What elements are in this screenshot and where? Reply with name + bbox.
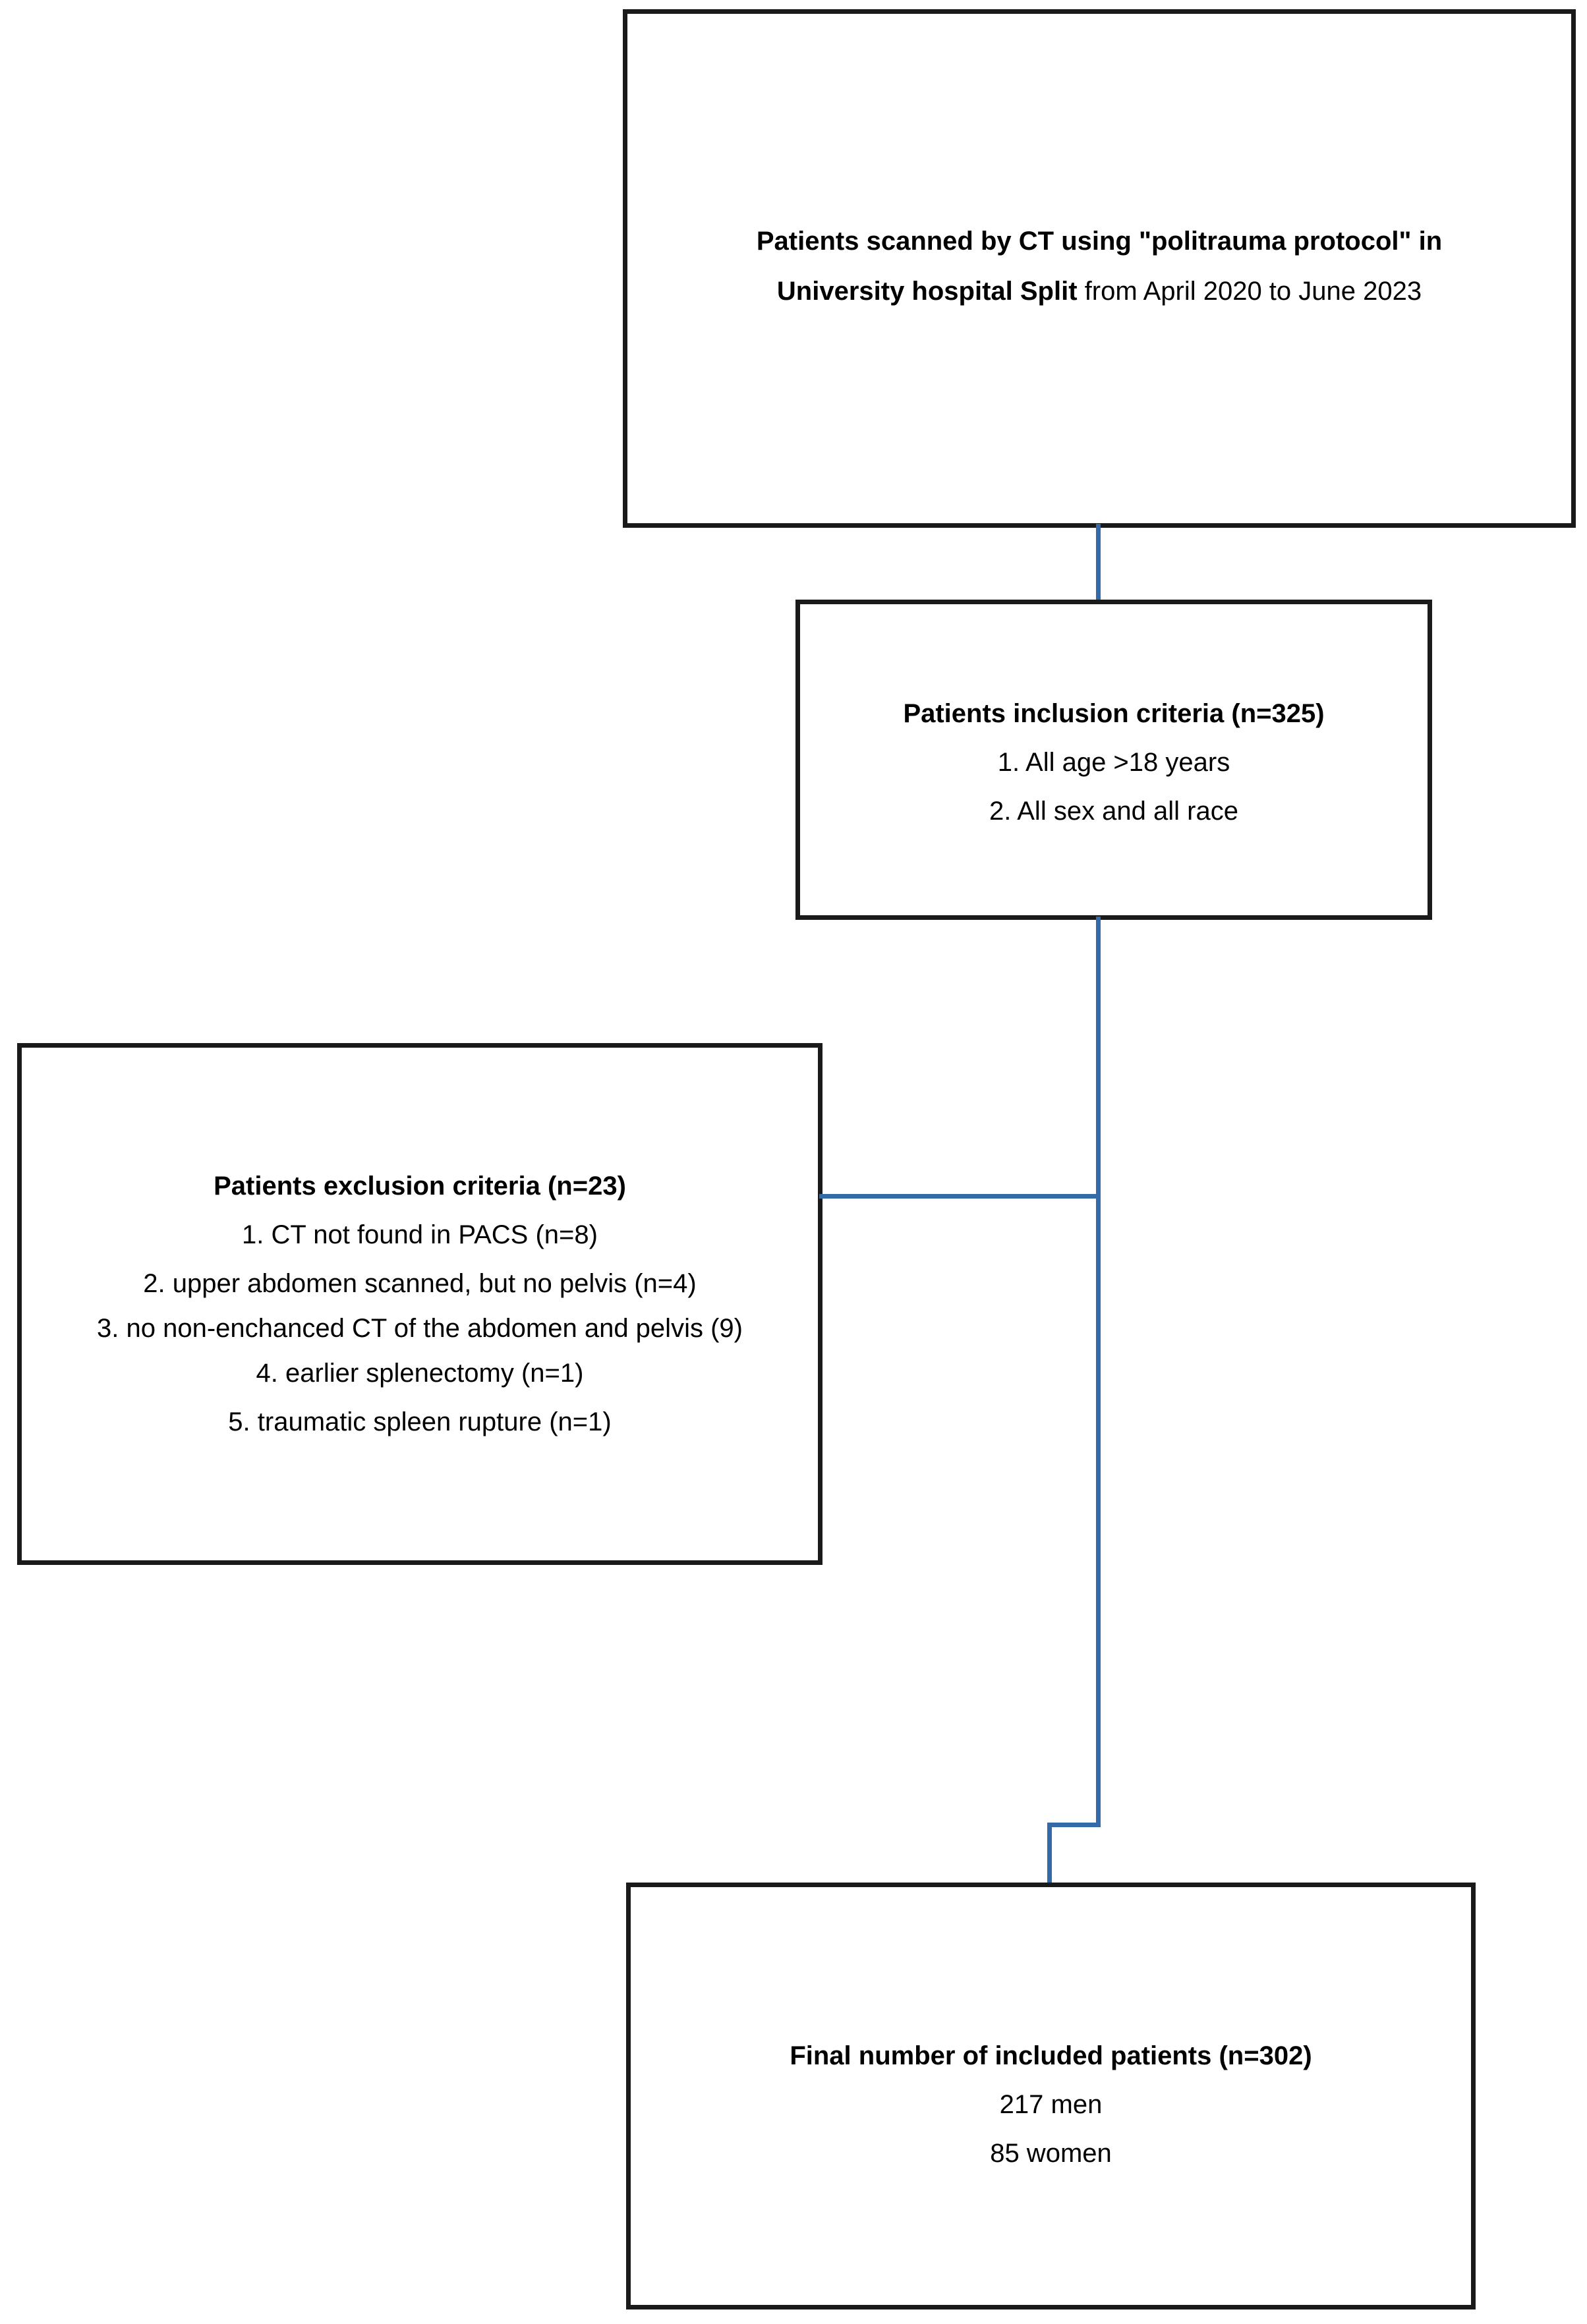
connector-jog-horizontal — [1047, 1823, 1101, 1827]
box-final-cohort: Final number of included patients (n=302… — [626, 1883, 1476, 2310]
connector-inclusion-spine — [1096, 917, 1101, 1827]
box-final-text-stack: Final number of included patients (n=302… — [790, 2031, 1312, 2178]
box-exclusion-item-1: 1. CT not found in PACS (n=8) — [242, 1220, 598, 1249]
connector-source-to-inclusion — [1096, 524, 1101, 603]
box-exclusion-item-2: 2. upper abdomen scanned, but no pelvis … — [143, 1269, 697, 1298]
box-exclusion-text-stack: Patients exclusion criteria (n=23) 1. CT… — [97, 1162, 743, 1446]
box-source-line-2-bold: University hospital Split — [776, 276, 1078, 306]
box-source-line-2-regular: from April 2020 to June 2023 — [1077, 276, 1422, 306]
box-source-line-1: Patients scanned by CT using "politrauma… — [757, 216, 1442, 266]
box-source-text-stack: Patients scanned by CT using "politrauma… — [757, 216, 1442, 316]
connector-jog-vertical — [1047, 1823, 1052, 1885]
box-source-line-1-bold: Patients scanned by CT using "politrauma… — [756, 226, 1443, 256]
box-inclusion-criteria: Patients inclusion criteria (n=325) 1. A… — [795, 600, 1432, 920]
connector-exclusion-to-spine — [819, 1194, 1101, 1199]
box-final-item-1: 217 men — [999, 2090, 1103, 2119]
box-inclusion-title: Patients inclusion criteria (n=325) — [903, 699, 1325, 728]
box-source-population: Patients scanned by CT using "politrauma… — [623, 9, 1576, 528]
box-final-item-2: 85 women — [990, 2139, 1112, 2168]
box-inclusion-text-stack: Patients inclusion criteria (n=325) 1. A… — [903, 689, 1324, 836]
box-exclusion-item-3: 3. no non-enchanced CT of the abdomen an… — [97, 1314, 743, 1343]
box-exclusion-item-4: 4. earlier splenectomy (n=1) — [256, 1359, 584, 1388]
box-exclusion-criteria: Patients exclusion criteria (n=23) 1. CT… — [17, 1043, 822, 1565]
box-exclusion-title: Patients exclusion criteria (n=23) — [214, 1172, 626, 1201]
box-exclusion-item-5: 5. traumatic spleen rupture (n=1) — [228, 1407, 612, 1436]
box-inclusion-item-1: 1. All age >18 years — [997, 748, 1230, 777]
box-inclusion-item-2: 2. All sex and all race — [989, 797, 1238, 826]
box-final-title: Final number of included patients (n=302… — [790, 2041, 1312, 2070]
box-source-line-2: University hospital Split from April 202… — [777, 266, 1422, 316]
